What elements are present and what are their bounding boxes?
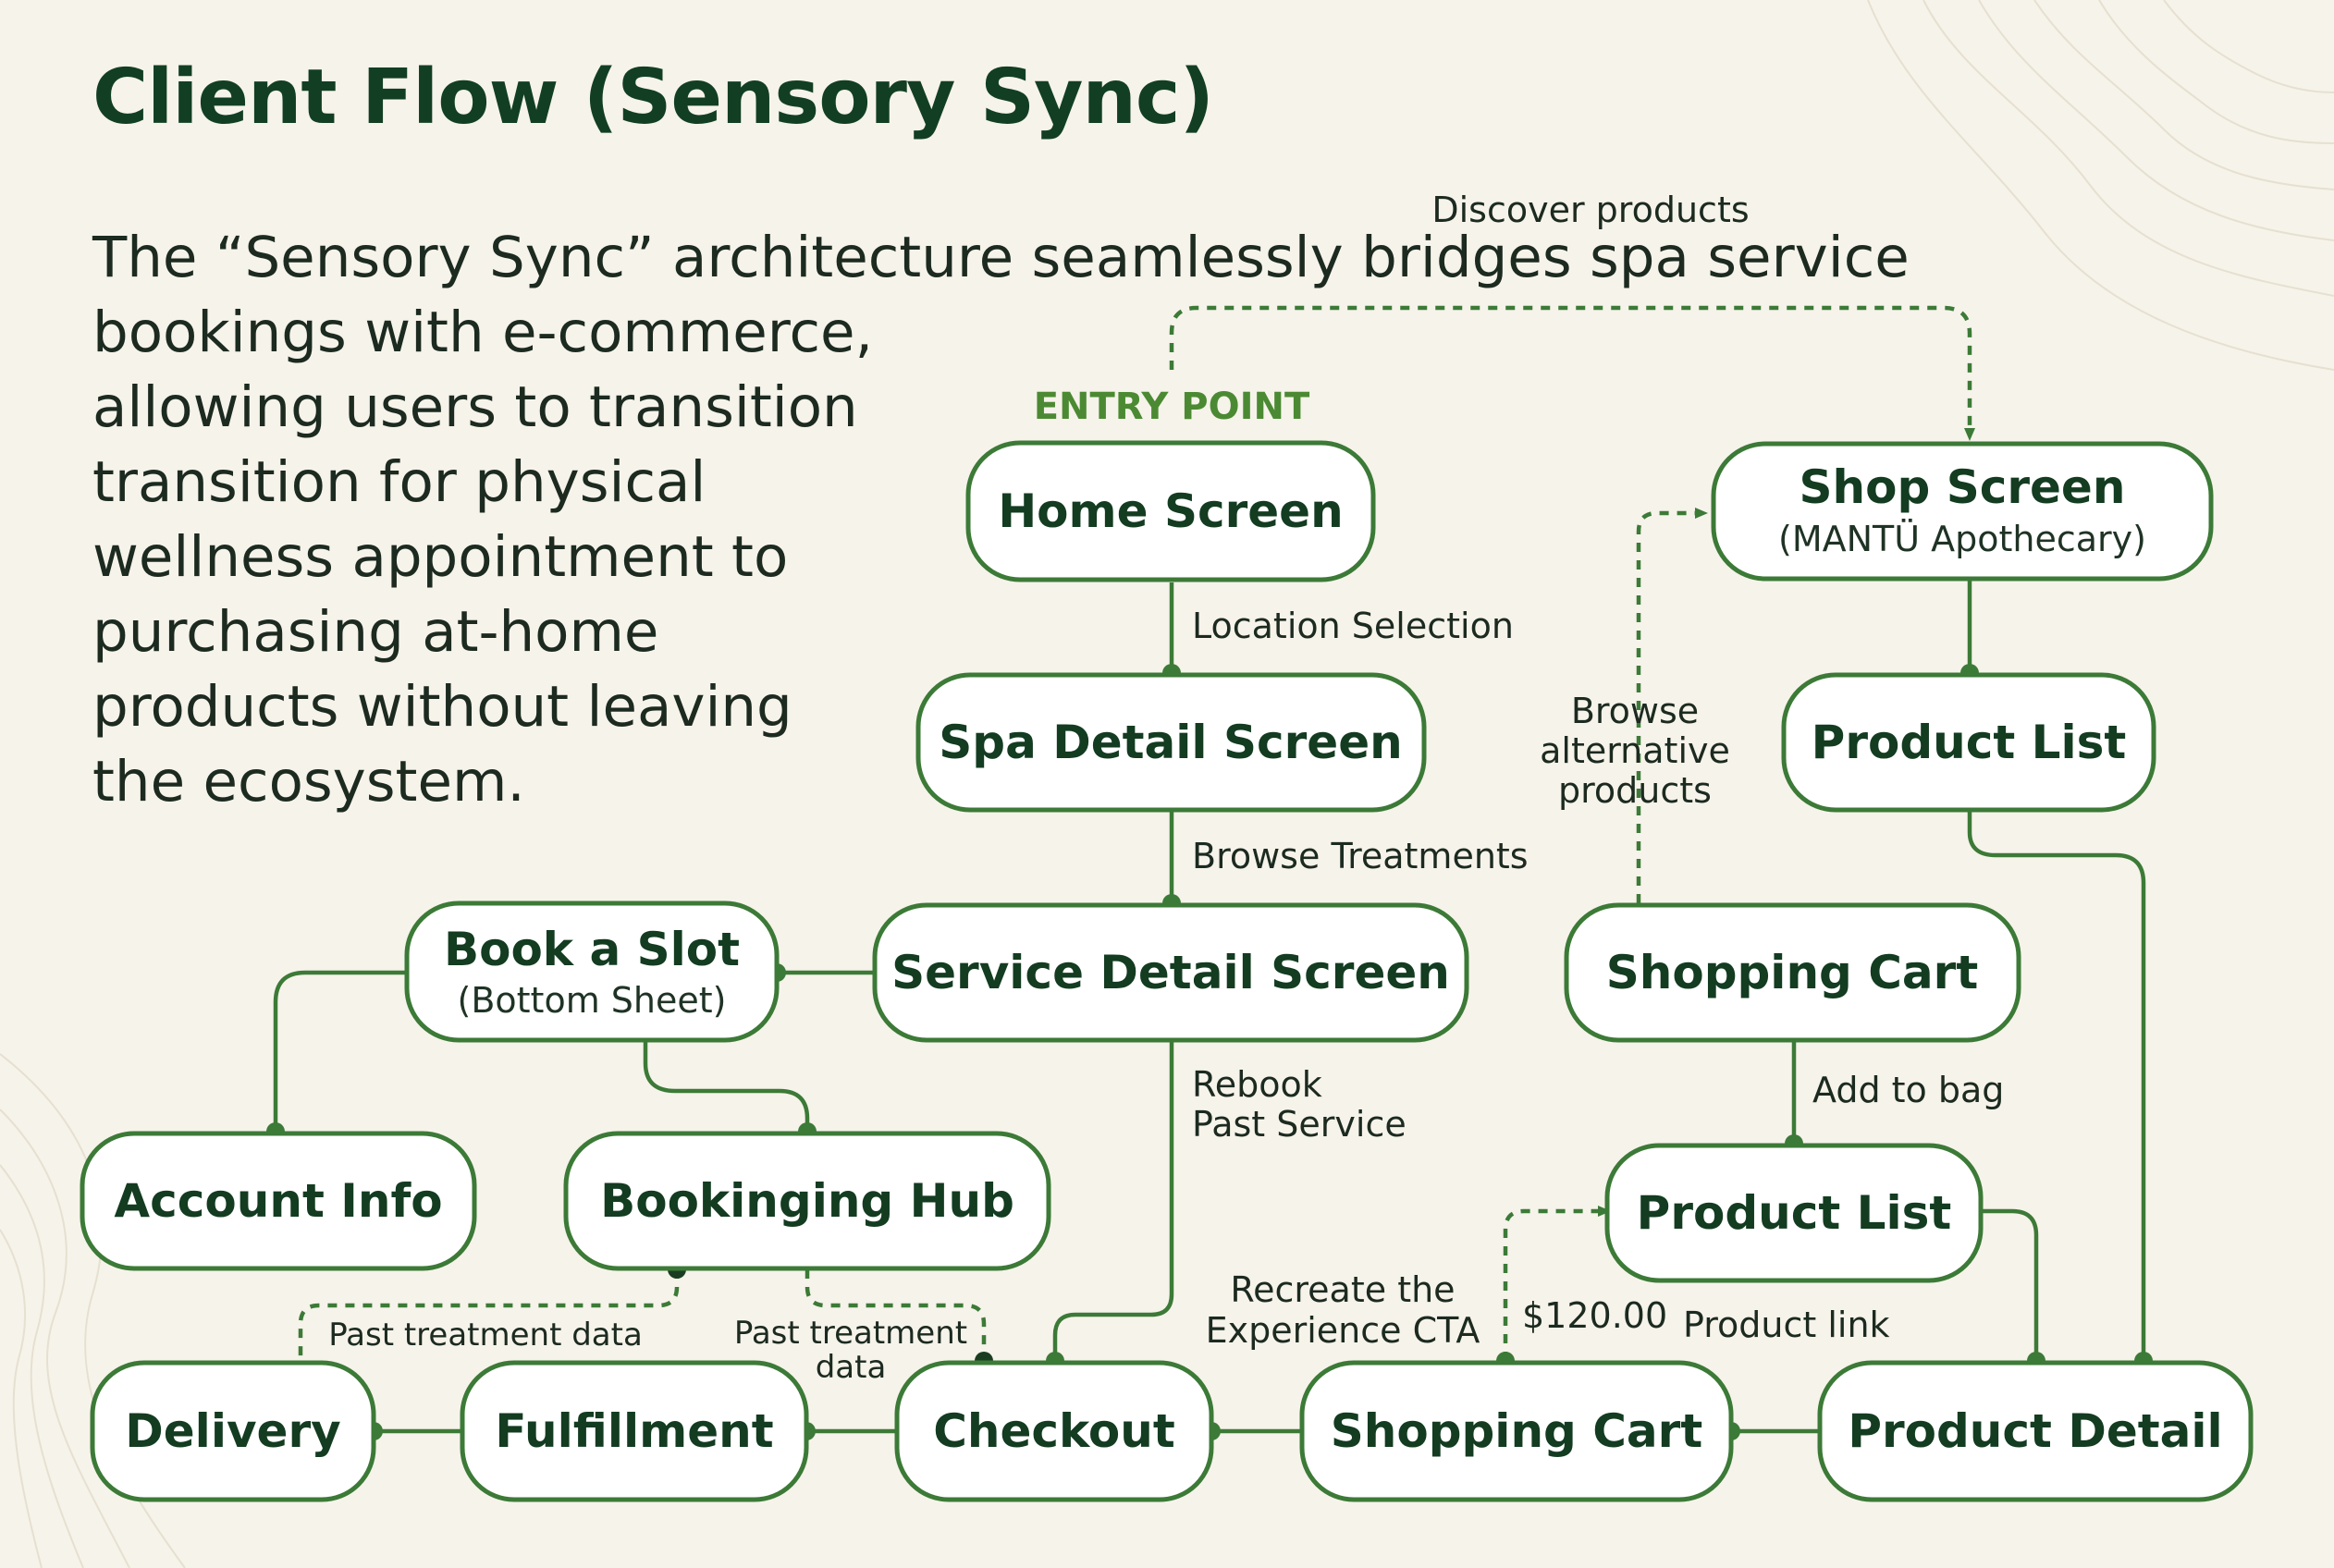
edge-label-recreate: Experience CTA xyxy=(1206,1310,1480,1351)
description-line: bookings with e-commerce, xyxy=(92,300,873,365)
node-product-list-mid[interactable]: Product List xyxy=(1604,1143,1984,1283)
node-label: Bookinging Hub xyxy=(600,1174,1014,1228)
description-line: purchasing at-home xyxy=(92,599,659,665)
node-service-detail-screen[interactable]: Service Detail Screen xyxy=(872,902,1469,1043)
edge-label-product-link: Product link xyxy=(1683,1305,1890,1345)
node-booking-hub[interactable]: Bookinging Hub xyxy=(563,1131,1051,1271)
node-checkout[interactable]: Checkout xyxy=(894,1360,1214,1502)
node-label: Product Detail xyxy=(1848,1404,2222,1458)
description-line: transition for physical xyxy=(92,449,706,515)
node-label: Delivery xyxy=(125,1404,340,1458)
edge-labels: Discover products Location Selection Bro… xyxy=(328,190,2004,1386)
edge-label-location-selection: Location Selection xyxy=(1192,606,1514,646)
edge-label-add-to-bag: Add to bag xyxy=(1812,1070,2004,1110)
edge-label-past-treatment-data: data xyxy=(816,1349,887,1386)
node-product-detail[interactable]: Product Detail xyxy=(1817,1360,2254,1502)
description-line: wellness appointment to xyxy=(92,524,789,590)
node-label: Account Info xyxy=(114,1174,442,1228)
node-label: Spa Detail Screen xyxy=(939,716,1402,769)
edge-service-to-checkout xyxy=(1052,1042,1174,1361)
edge-label-past-treatment-data: Past treatment xyxy=(734,1315,967,1352)
description-line: The “Sensory Sync” architecture seamless… xyxy=(92,225,1910,290)
node-label: Shopping Cart xyxy=(1606,946,1978,999)
edge-label-discover-products: Discover products xyxy=(1431,190,1749,230)
edge-label-rebook: Rebook xyxy=(1192,1064,1322,1105)
node-home-screen[interactable]: Home Screen xyxy=(965,440,1376,582)
node-label: Shop Screen xyxy=(1800,460,2126,514)
edge-product-list-to-product-detail-right xyxy=(1967,812,2146,1361)
edge-label-recreate: Recreate the xyxy=(1230,1269,1455,1310)
node-label: Shopping Cart xyxy=(1331,1404,1702,1458)
node-sublabel: (Bottom Sheet) xyxy=(458,980,727,1021)
node-account-info[interactable]: Account Info xyxy=(80,1131,477,1271)
edge-label-browse-alternative: Browse xyxy=(1571,691,1699,731)
edge-product-list-to-product-detail xyxy=(1981,1208,2039,1361)
node-label: Fulfillment xyxy=(495,1404,773,1458)
page-title: Client Flow (Sensory Sync) xyxy=(92,54,1214,141)
node-book-a-slot[interactable]: Book a Slot (Bottom Sheet) xyxy=(404,900,780,1043)
description-paragraph: The “Sensory Sync” architecture seamless… xyxy=(92,220,2053,819)
edge-booking-hub-to-checkout xyxy=(805,1269,987,1361)
edge-shopping-cart-to-shop xyxy=(1636,508,1708,903)
node-label: Book a Slot xyxy=(444,923,740,976)
description-line: the ecosystem. xyxy=(92,749,525,815)
edges xyxy=(273,305,2146,1434)
description-line: products without leaving xyxy=(92,674,792,740)
node-label: Product List xyxy=(1812,716,2127,769)
entry-point-label: ENTRY POINT xyxy=(1034,386,1310,428)
node-spa-detail-screen[interactable]: Spa Detail Screen xyxy=(915,672,1427,813)
edge-label-browse-treatments: Browse Treatments xyxy=(1192,836,1529,876)
node-shop-screen[interactable]: Shop Screen (MANTÜ Apothecary) xyxy=(1711,441,2214,582)
node-label: Home Screen xyxy=(998,484,1343,538)
description-line: allowing users to transition xyxy=(92,374,858,440)
node-shopping-cart-bottom[interactable]: Shopping Cart xyxy=(1299,1360,1734,1502)
edge-label-price: $120.00 xyxy=(1522,1295,1667,1336)
edge-cart-to-product-list xyxy=(1503,1206,1611,1361)
node-label: Service Detail Screen xyxy=(891,946,1450,999)
edge-label-rebook: Past Service xyxy=(1192,1104,1407,1145)
node-shopping-cart-top[interactable]: Shopping Cart xyxy=(1564,902,2021,1043)
edge-label-past-treatment-data: Past treatment data xyxy=(328,1317,643,1354)
edge-label-browse-alternative: products xyxy=(1558,770,1712,811)
edge-book-slot-to-booking-hub xyxy=(643,1042,810,1132)
node-label: Checkout xyxy=(933,1404,1175,1458)
node-delivery[interactable]: Delivery xyxy=(90,1360,376,1502)
edge-booking-hub-to-delivery xyxy=(298,1269,680,1359)
node-product-list-top[interactable]: Product List xyxy=(1781,672,2156,813)
edge-label-browse-alternative: alternative xyxy=(1540,730,1730,771)
node-label: Product List xyxy=(1637,1186,1952,1240)
edge-book-slot-to-account xyxy=(273,970,407,1132)
node-fulfillment[interactable]: Fulfillment xyxy=(460,1360,809,1502)
node-sublabel: (MANTÜ Apothecary) xyxy=(1778,519,2146,559)
